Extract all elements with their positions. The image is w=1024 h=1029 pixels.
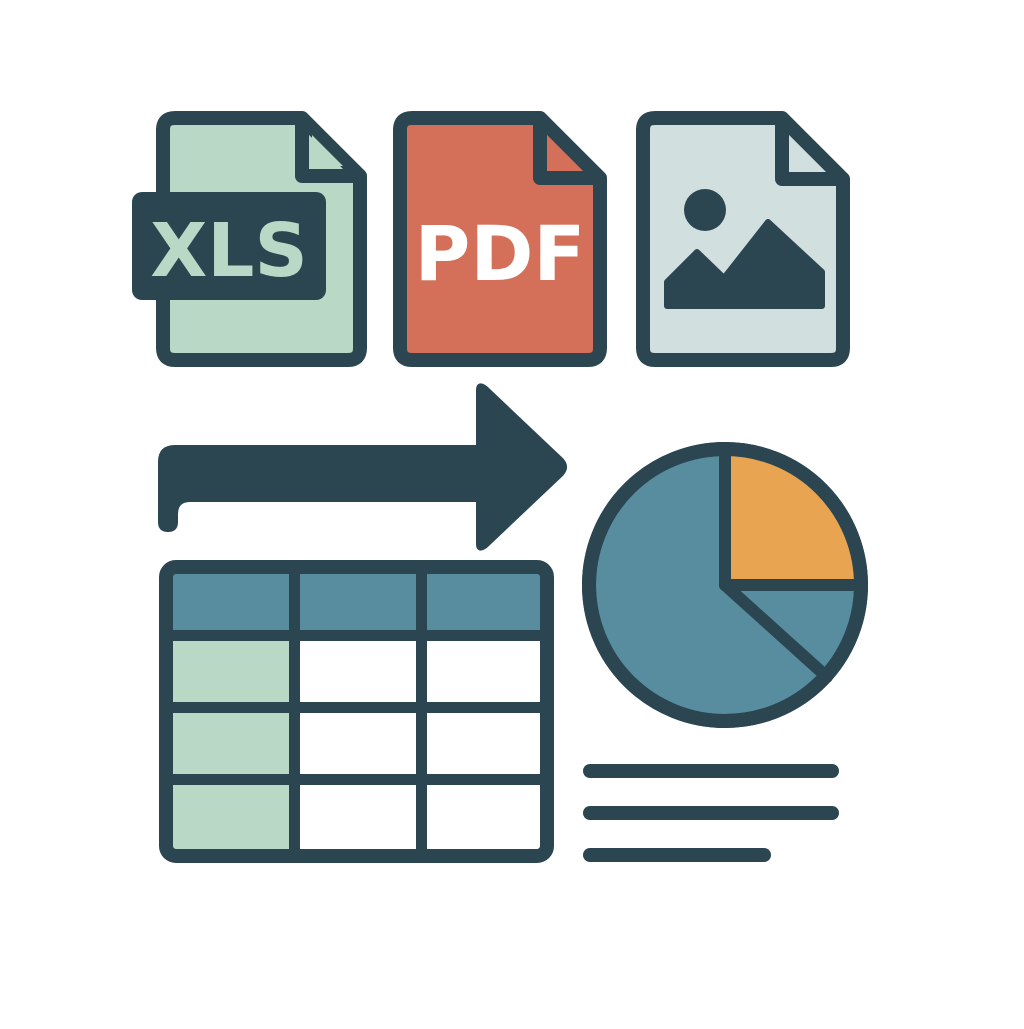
- pie-slice-orange: [725, 449, 861, 585]
- pdf-file-fold: [533, 118, 600, 185]
- right-arrow-icon: [158, 383, 567, 551]
- mountain-icon: [664, 219, 825, 309]
- image-file-fold: [775, 118, 843, 186]
- text-lines-icon: [583, 764, 839, 862]
- image-file-icon: [636, 111, 850, 367]
- pdf-label: PDF: [415, 209, 586, 298]
- table-header-cell: [300, 573, 416, 630]
- xls-label: XLS: [150, 208, 308, 294]
- pdf-file-icon: PDF: [393, 111, 607, 367]
- table-header-cell: [172, 573, 289, 630]
- table-header-cell: [427, 573, 541, 630]
- sun-icon: [684, 189, 726, 231]
- image-file-body: [636, 111, 850, 367]
- xls-fold-corner: [312, 135, 343, 166]
- table-first-column-cell: [172, 713, 289, 774]
- xls-label-badge: [132, 192, 326, 300]
- xls-file-fold: [295, 118, 360, 183]
- table-first-column-cell: [172, 785, 289, 850]
- xls-file-icon: XLS: [132, 111, 367, 367]
- table-first-column-cell: [172, 641, 289, 702]
- pie-divider: [719, 579, 833, 683]
- data-table-icon: [159, 560, 554, 863]
- pie-chart-icon: [582, 442, 868, 728]
